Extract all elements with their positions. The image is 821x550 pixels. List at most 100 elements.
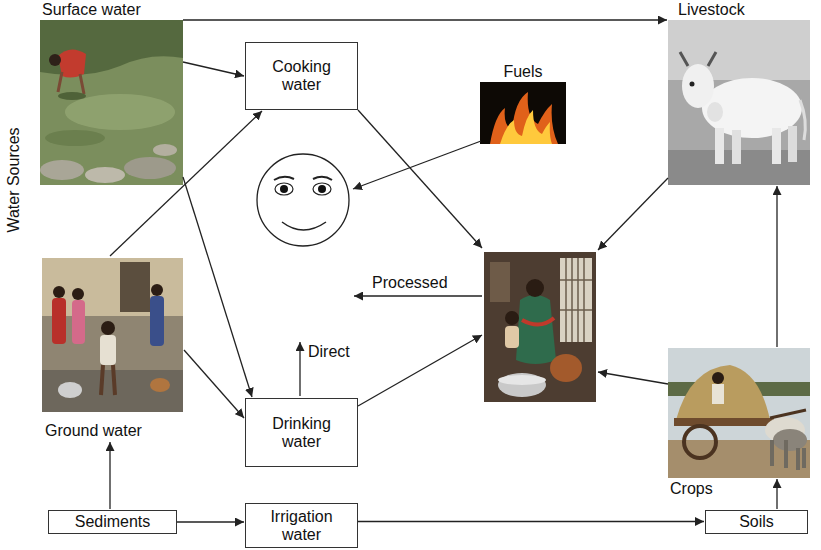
flow-arrow (598, 178, 668, 250)
face-symbol (282, 222, 326, 230)
livestock-photo (682, 64, 714, 108)
surface-water-photo (65, 94, 175, 130)
livestock-photo (772, 128, 781, 164)
flow-arrow (358, 521, 704, 522)
node-label: Livestock (678, 1, 745, 19)
flow-arrow (598, 372, 668, 384)
face-symbol (257, 154, 349, 246)
flow-arrow (183, 62, 244, 76)
livestock-photo (732, 130, 741, 164)
ground-water-photo (52, 298, 66, 344)
kitchen-photo (516, 295, 556, 364)
ground-water-photo (101, 365, 115, 395)
flow-arrow (776, 479, 777, 509)
livestock-photo (690, 82, 695, 87)
ground-water-photo (53, 286, 65, 298)
fuels-photo (490, 92, 558, 144)
ground-water-photo (150, 296, 164, 346)
photo-node: Livestock (668, 0, 810, 185)
kitchen-photo (560, 258, 592, 342)
flow-arrow (183, 19, 667, 20)
ground-water-photo (150, 378, 170, 392)
flow-arrow (353, 141, 481, 189)
surface-water-photo (124, 157, 176, 179)
ground-water-photo (100, 335, 116, 365)
crops-photo (668, 348, 810, 478)
flow-label: Processed (372, 274, 448, 292)
face-symbol (313, 183, 331, 195)
flow-arrow (183, 177, 252, 397)
axis-label: Water Sources (5, 127, 23, 232)
crops-photo (674, 418, 774, 426)
ground-water-photo (42, 258, 183, 412)
face-symbol (257, 154, 349, 246)
ground-water-photo (72, 288, 84, 300)
flow-arrow (299, 342, 300, 396)
flow-arrow (354, 295, 482, 296)
node-label: Cooking water (262, 58, 342, 94)
node-label: Sediments (75, 513, 151, 531)
node-label: Drinking water (262, 415, 342, 451)
flow-arrow (177, 521, 244, 522)
flow-arrow (109, 442, 110, 509)
livestock-photo (680, 52, 716, 66)
kitchen-photo (505, 311, 519, 325)
crops-photo (770, 410, 806, 418)
fuels-photo (500, 110, 552, 144)
surface-water-photo (40, 20, 183, 185)
ground-water-photo (42, 258, 183, 412)
node-label: Irrigation water (262, 508, 342, 544)
surface-water-photo (49, 54, 61, 66)
photo-node: Surface water (40, 0, 183, 185)
crops-photo (684, 426, 716, 458)
surface-water-photo (40, 160, 84, 180)
node-label: Surface water (42, 1, 141, 19)
face-symbol (274, 177, 332, 180)
flow-arrow (776, 186, 777, 347)
surface-water-photo (40, 20, 183, 185)
process-box: Cooking water (245, 42, 358, 110)
flow-arrow (300, 110, 668, 406)
livestock-photo (668, 20, 810, 185)
process-box: Drinking water (245, 398, 358, 467)
node-label: Ground water (45, 422, 142, 440)
flow-arrow (184, 350, 244, 418)
node-label: Crops (670, 480, 713, 498)
kitchen-photo (498, 375, 546, 385)
livestock-photo (668, 20, 810, 185)
face-symbol (275, 183, 293, 195)
kitchen-photo (484, 252, 596, 402)
process-box: Irrigation water (245, 503, 358, 548)
node-label: Fuels (503, 63, 542, 81)
flow-arrow (358, 110, 482, 248)
kitchen-photo (560, 258, 592, 342)
photo-node: Crops (668, 348, 810, 498)
process-box: Sediments (48, 510, 177, 534)
ground-water-photo (72, 300, 85, 344)
ground-water-photo (120, 262, 150, 312)
kitchen-photo (490, 262, 510, 302)
crops-photo (712, 384, 724, 404)
kitchen-photo (484, 252, 596, 402)
kitchen-photo (498, 373, 546, 397)
surface-water-photo (85, 167, 125, 183)
node-label: Soils (739, 513, 774, 531)
fuels-photo (480, 82, 566, 144)
fuels-photo (480, 82, 566, 144)
surface-water-photo (153, 144, 177, 156)
ground-water-photo (101, 321, 115, 335)
crops-photo (676, 365, 770, 420)
crops-photo (773, 429, 807, 451)
crops-photo (712, 372, 724, 384)
process-box: Soils (705, 510, 808, 534)
surface-water-photo (58, 72, 84, 94)
ground-water-photo (58, 382, 82, 398)
crops-photo (668, 348, 810, 478)
kitchen-photo (505, 326, 519, 348)
kitchen-photo (522, 318, 554, 325)
livestock-photo (707, 102, 723, 122)
surface-water-photo (58, 92, 86, 100)
flow-arrow (358, 335, 482, 406)
face-symbol (280, 185, 288, 193)
